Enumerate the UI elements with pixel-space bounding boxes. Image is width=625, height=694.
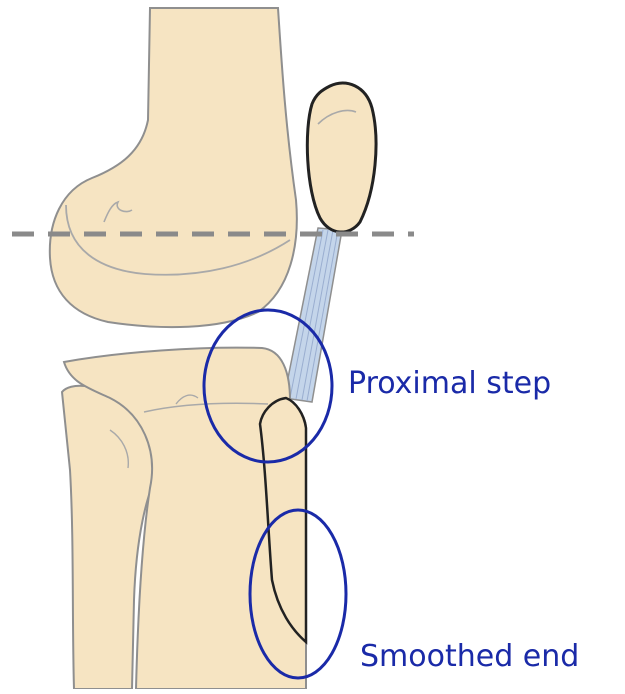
patella (307, 83, 376, 232)
smoothed-end-label: Smoothed end (360, 642, 579, 672)
proximal-step-label: Proximal step (348, 369, 551, 399)
femur (50, 8, 297, 327)
